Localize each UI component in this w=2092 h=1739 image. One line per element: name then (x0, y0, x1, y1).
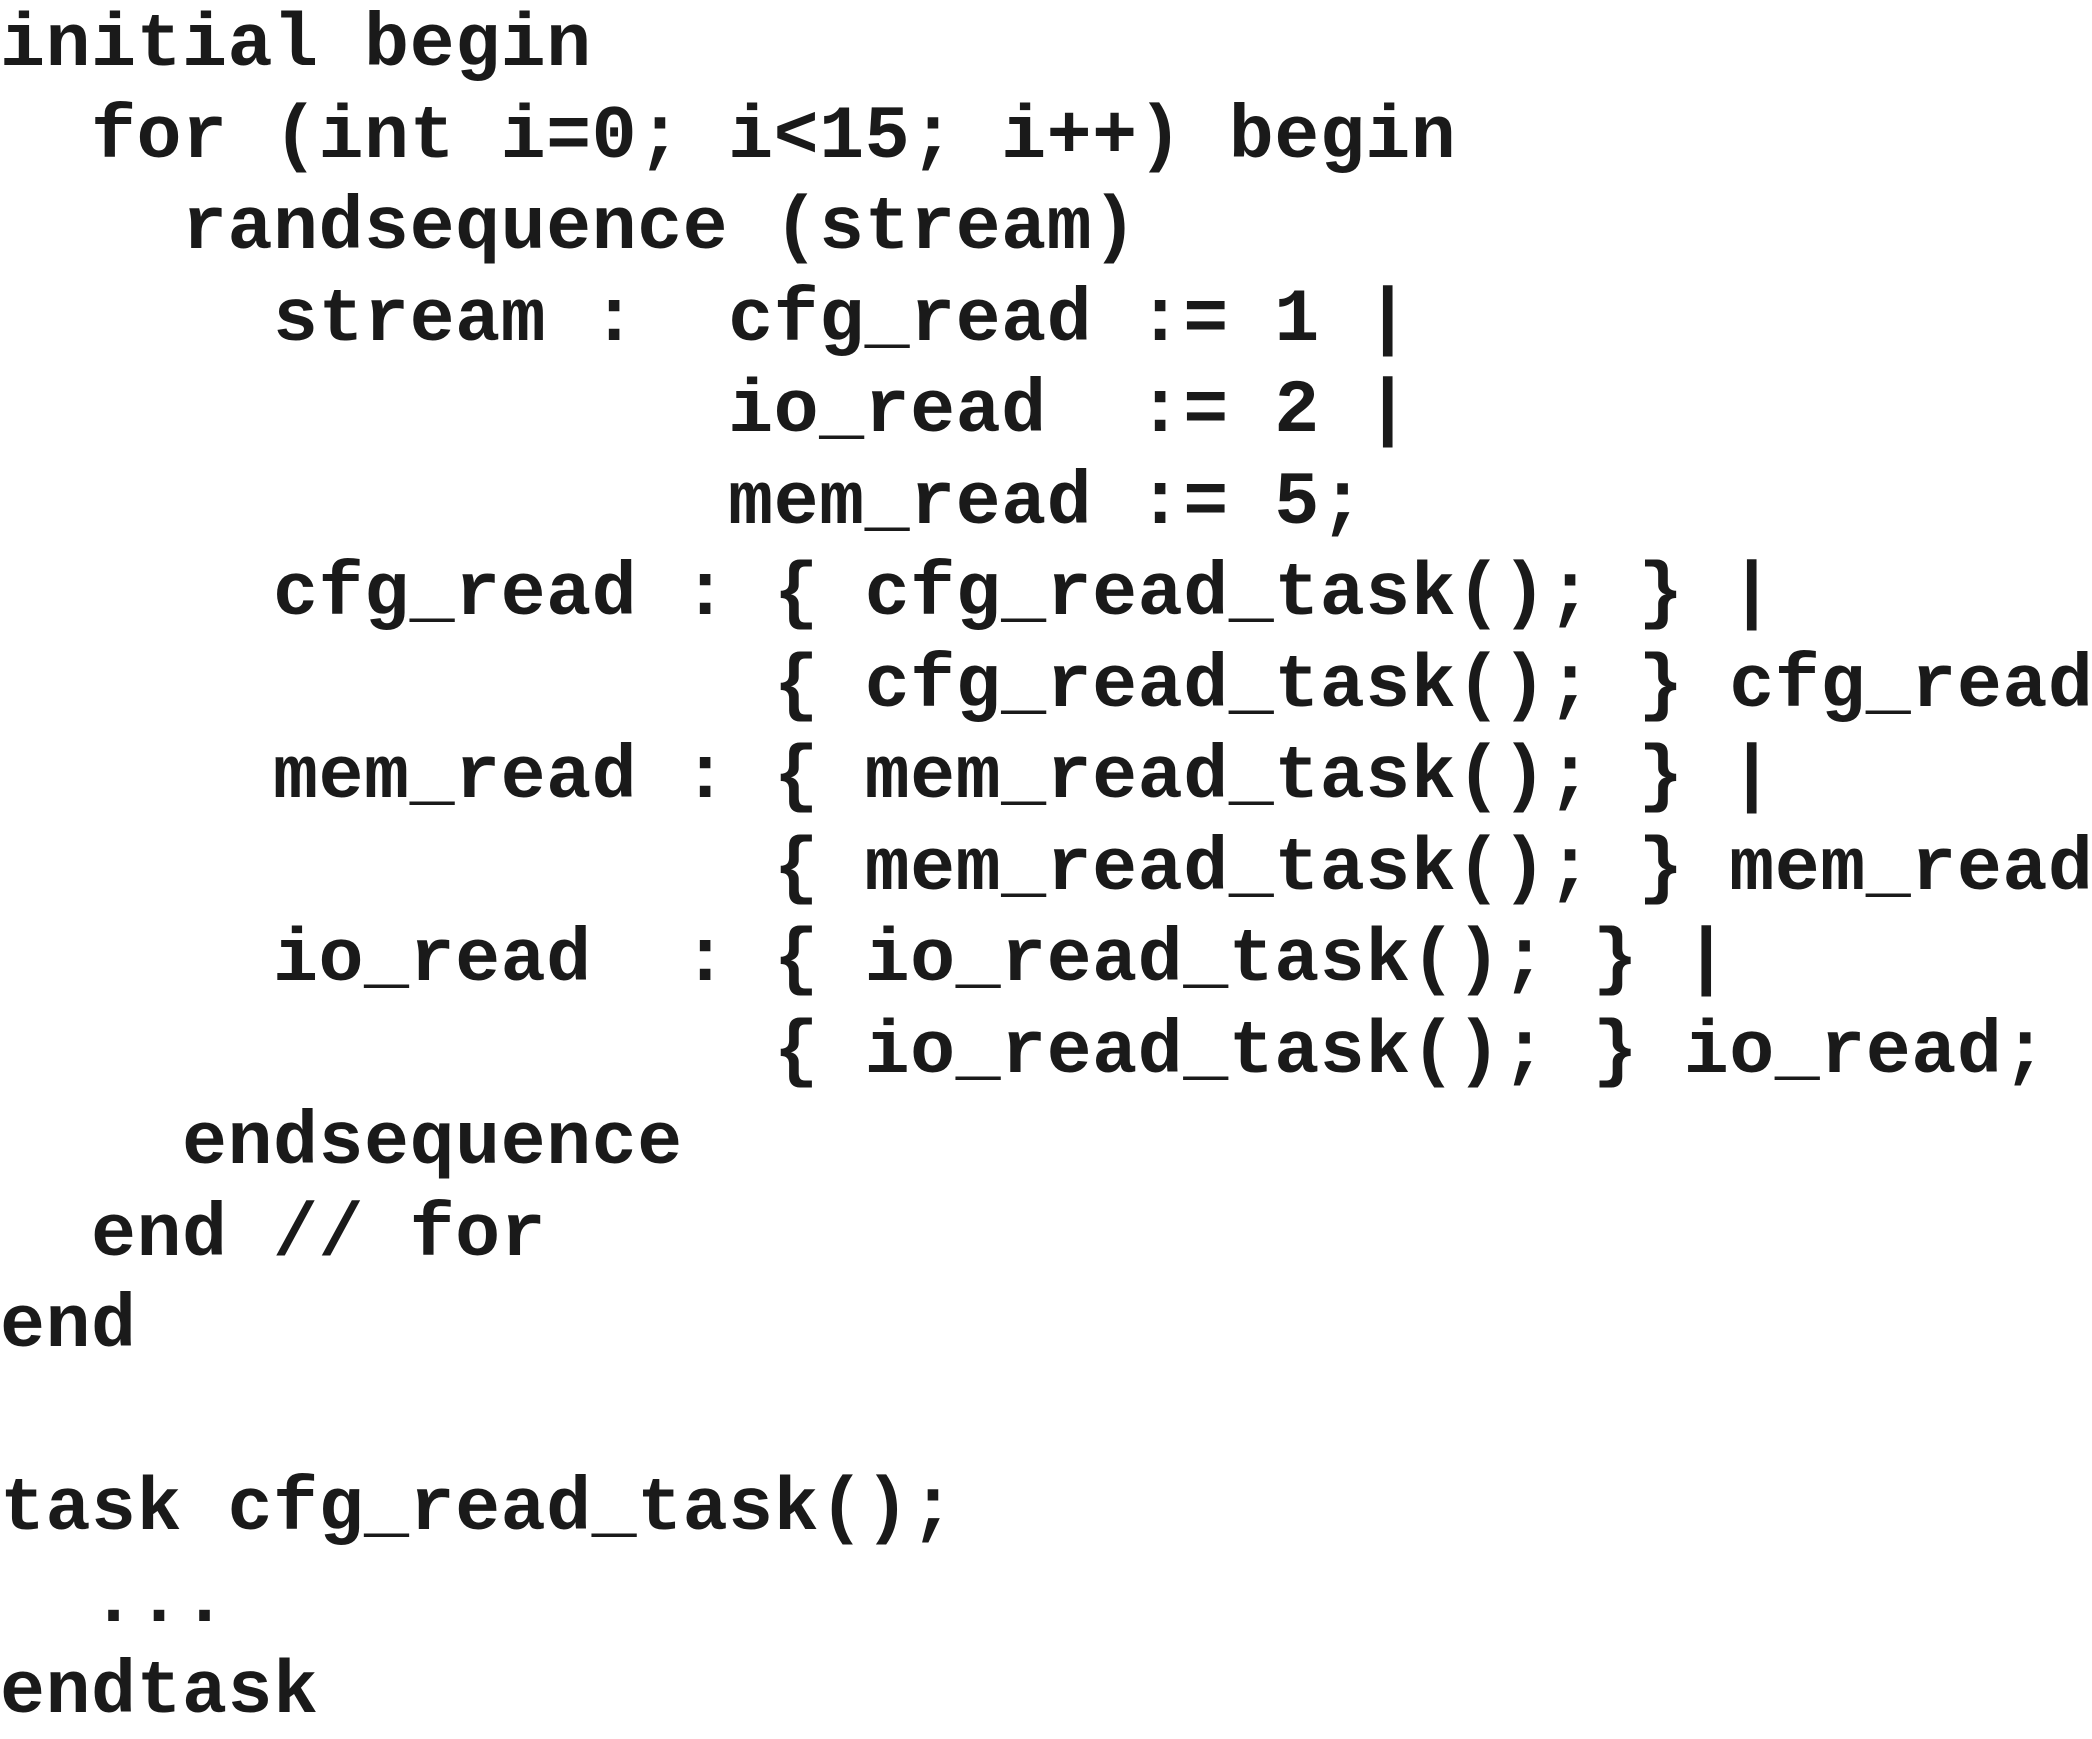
code-line: end // for (0, 1192, 547, 1278)
code-line: mem_read := 5; (0, 460, 1366, 546)
code-line: { cfg_read_task(); } cfg_read; (0, 643, 2092, 729)
code-line: endsequence (0, 1101, 683, 1186)
code-line: io_read : { io_read_task(); } | (0, 918, 1730, 1003)
code-line: ... (0, 1558, 228, 1644)
code-line: end (0, 1284, 137, 1369)
code-line: { io_read_task(); } io_read; (0, 1009, 2048, 1095)
code-line: task cfg_read_task(); (0, 1467, 956, 1552)
code-line: for (int i=0; i<15; i++) begin (0, 94, 1457, 180)
code-line: cfg_read : { cfg_read_task(); } | (0, 552, 1775, 637)
code-line: initial begin (0, 3, 592, 88)
code-line: io_read := 2 | (0, 369, 1411, 454)
code-line (0, 1373, 2092, 1465)
code-listing: initial begin for (int i=0; i<15; i++) b… (0, 3, 2092, 1735)
code-line: mem_read : { mem_read_task(); } | (0, 735, 1775, 820)
code-line: stream : cfg_read := 1 | (0, 277, 1411, 363)
code-line: randsequence (stream) (0, 186, 1138, 271)
code-line: endtask (0, 1650, 319, 1735)
code-line: { mem_read_task(); } mem_read; (0, 826, 2092, 912)
